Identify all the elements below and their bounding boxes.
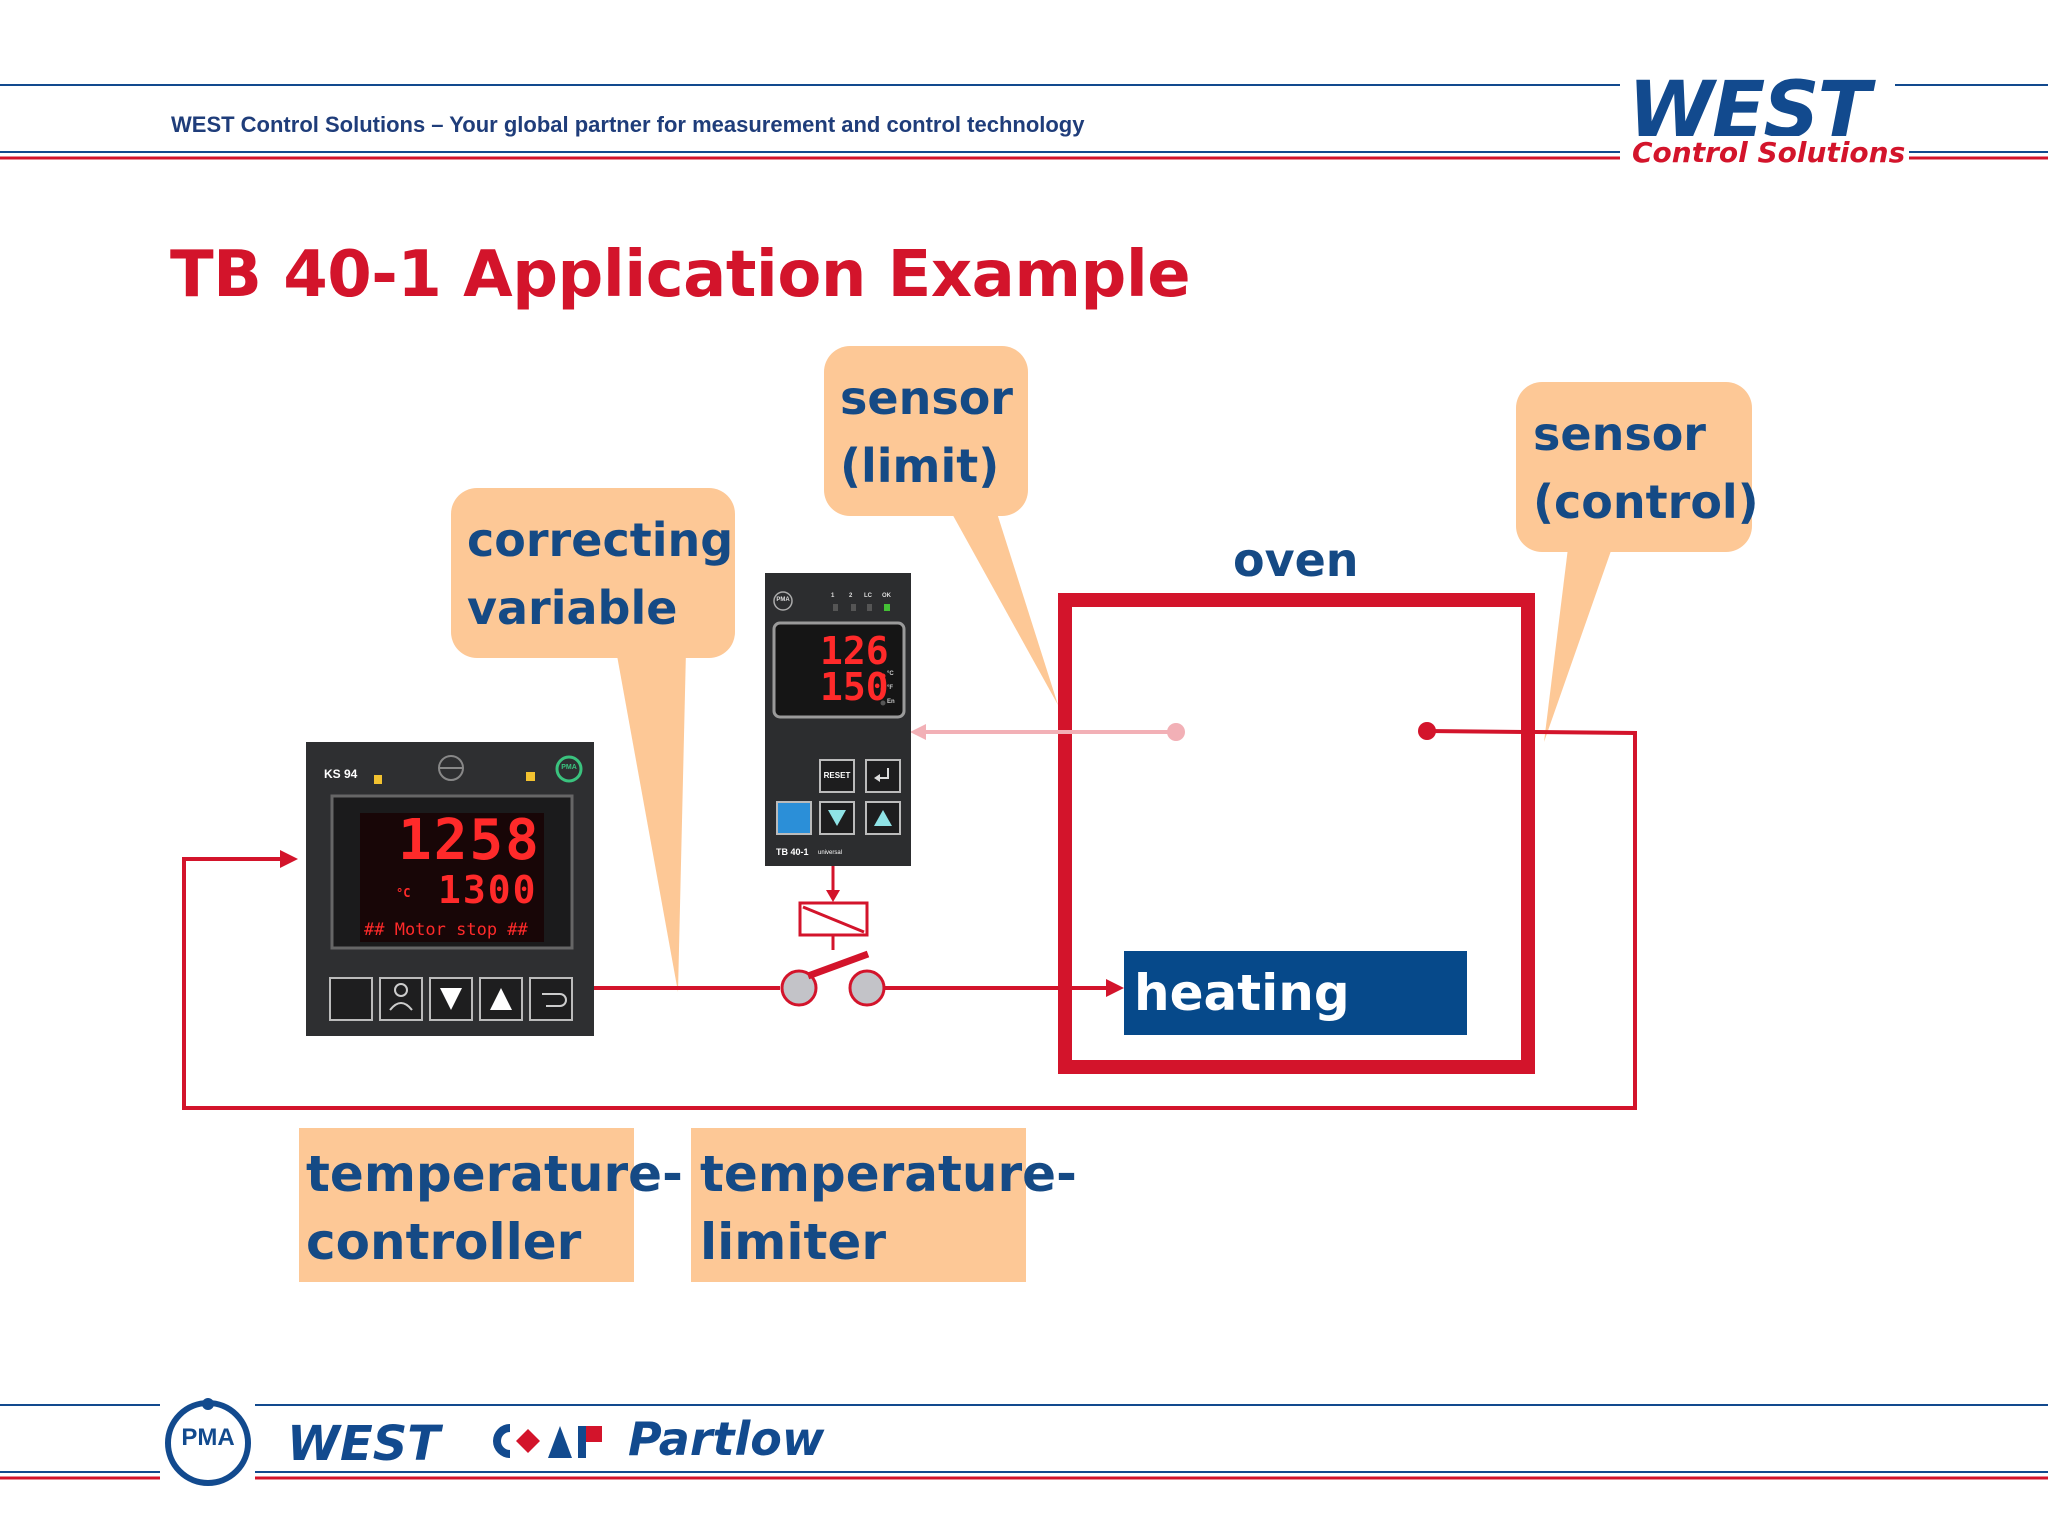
limiter-unit-c: °C: [887, 671, 894, 677]
limiter-label-line2: limiter: [700, 1213, 886, 1271]
callout-sensor-control: [1516, 382, 1752, 742]
callout-correcting-variable: [451, 488, 735, 992]
limiter-model-sub: universal: [818, 850, 843, 856]
limiter-unit-f: °F: [887, 685, 894, 691]
limiter-sp-display: 150: [820, 665, 889, 709]
oven-box: [1058, 593, 1535, 1074]
footer-west-logo: WEST: [287, 1416, 441, 1472]
callout-sensor-limit-line2: (limit): [840, 439, 1000, 493]
controller-brand-label: PMA: [561, 764, 577, 771]
controller-label-box: [299, 1128, 634, 1282]
header-tagline: WEST Control Solutions – Your global par…: [171, 112, 1085, 137]
controller-pv-display: 1258: [398, 808, 541, 873]
footer-partlow-logo: Partlow: [628, 1412, 825, 1466]
limiter-unit-en: En: [887, 699, 895, 705]
limiter-led-1: 1: [831, 593, 835, 599]
limiter-reset-button[interactable]: RESET: [823, 771, 851, 780]
callout-sensor-control-line2: (control): [1533, 475, 1759, 529]
controller-model-label: KS 94: [324, 767, 358, 781]
limiter-led-lc: LC: [864, 593, 872, 599]
controller-label-line2: controller: [306, 1213, 582, 1271]
cal-logo-icon: [493, 1424, 602, 1458]
callout-correcting-variable-line1: correcting: [467, 513, 734, 567]
switch-contact-left: [780, 969, 818, 1007]
pma-logo: [165, 1398, 251, 1486]
switch-contact-right: [848, 969, 886, 1007]
limiter-led-2: 2: [849, 593, 853, 599]
controller-label-line1: temperature-: [306, 1145, 683, 1203]
limiter-model-label: TB 40-1: [776, 847, 809, 857]
pma-logo-text: PMA: [181, 1424, 235, 1451]
callout-sensor-limit: [824, 346, 1058, 705]
limiter-label-line1: temperature-: [700, 1145, 1077, 1203]
callout-sensor-limit-line1: sensor: [840, 371, 1013, 425]
heating-element: heating: [1124, 951, 1467, 1035]
limiter-label-box: [691, 1128, 1026, 1282]
slide-title: TB 40-1 Application Example: [170, 238, 1191, 312]
controller-device: [306, 742, 594, 1036]
callout-correcting-variable-line2: variable: [467, 581, 678, 635]
callout-sensor-control-line1: sensor: [1533, 407, 1706, 461]
limiter-brand-label: PMA: [776, 597, 790, 603]
limiter-pv-display: 126: [820, 629, 889, 673]
limiter-device: [765, 573, 911, 866]
west-logo-subtitle: Control Solutions: [1628, 136, 1910, 169]
sensor-limit-point: [1167, 723, 1185, 741]
controller-sp-display: 1300: [438, 868, 538, 912]
oven-label: oven: [1233, 533, 1359, 587]
limiter-led-ok: OK: [882, 593, 891, 599]
controller-unit-display: °C: [396, 886, 411, 900]
controller-message-display: ## Motor stop ##: [364, 920, 528, 940]
